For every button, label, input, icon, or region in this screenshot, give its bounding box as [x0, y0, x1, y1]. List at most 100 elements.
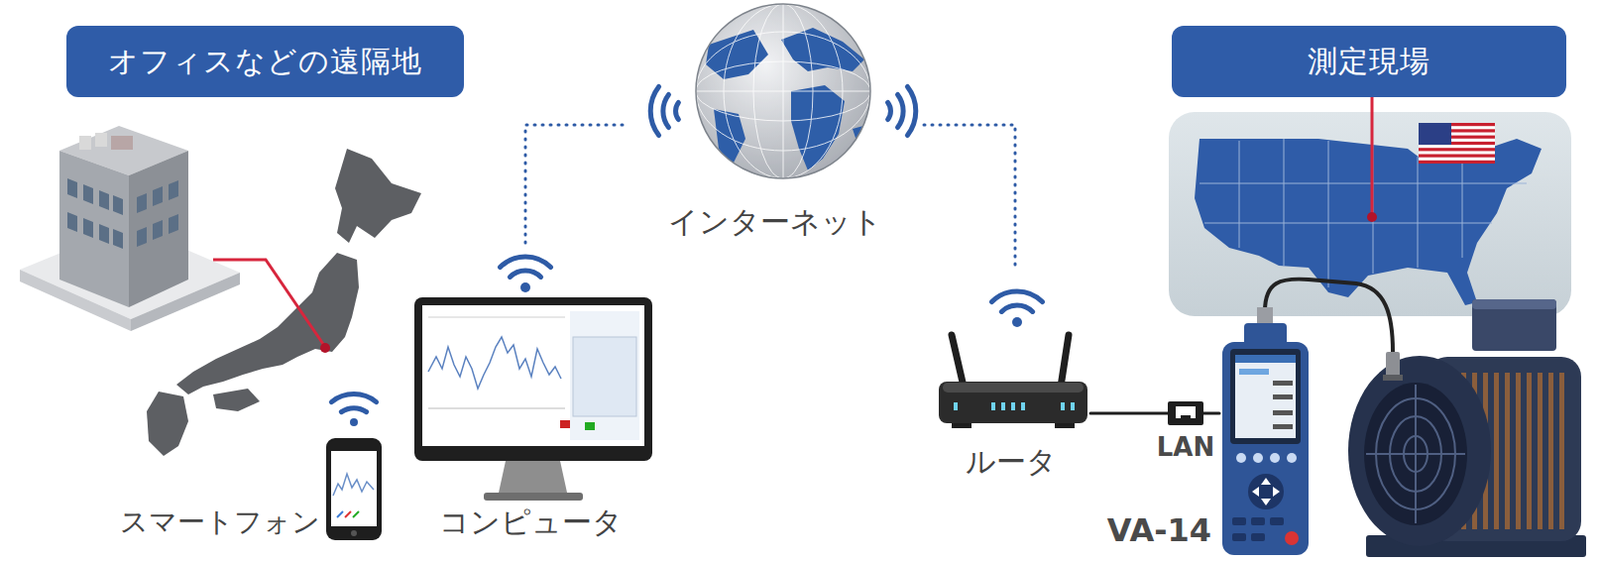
smartphone-icon-part	[352, 511, 359, 518]
va14-device-part-part	[1269, 517, 1284, 526]
usa-map	[1168, 97, 1572, 317]
router-icon-part	[938, 381, 1088, 424]
location-leader-part	[213, 259, 326, 347]
internet-globe-part-part	[650, 87, 659, 136]
motor-illustration-part	[1348, 355, 1491, 547]
va14-device-part-part	[1252, 486, 1259, 497]
router-icon-part	[951, 335, 964, 387]
router-icon-part	[1060, 335, 1069, 387]
computer-monitor-part	[483, 492, 583, 501]
office-building-part-part	[168, 214, 179, 234]
usa-map-part-part	[1328, 140, 1330, 288]
va14-device-part	[1235, 354, 1296, 363]
office-building-part	[95, 132, 108, 147]
smartphone-icon-part	[344, 511, 351, 518]
internet-globe-part-part-part	[695, 91, 871, 93]
va14-device-part-part	[1253, 453, 1263, 463]
va14-device-part	[1257, 307, 1273, 326]
location-leader	[213, 259, 331, 353]
usa-map-part-part	[1239, 140, 1241, 248]
va14-device-part-part	[1251, 533, 1265, 542]
lan-jack-part	[1180, 415, 1191, 421]
smartphone-icon-part	[326, 438, 382, 541]
router-icon-part	[951, 423, 972, 429]
computer-monitor-part	[520, 282, 531, 293]
computer-monitor	[414, 256, 653, 501]
usa-map-part	[1168, 112, 1572, 317]
device-label: インターネット	[626, 204, 924, 240]
internet-globe-part-part-part	[695, 61, 871, 121]
internet-globe-part-part	[676, 103, 680, 120]
internet-globe-part-part-part	[695, 31, 871, 151]
smartphone-icon-part	[331, 451, 377, 527]
internet-globe-part	[695, 3, 871, 179]
motor-illustration-part	[1472, 299, 1557, 310]
va14-device-part	[1272, 410, 1293, 416]
japan-map-part	[213, 388, 260, 412]
japan-map-part	[335, 148, 422, 243]
header-text: 測定現場	[1307, 41, 1431, 83]
va14-device-part	[1252, 477, 1280, 506]
header-text: オフィスなどの遠隔地	[108, 41, 423, 83]
usa-map-part-part	[1199, 183, 1527, 185]
usa-map-part	[1371, 97, 1374, 213]
va14-device-part-part	[1232, 517, 1247, 526]
router-icon-part	[992, 291, 1043, 303]
device-group: コンピュータ	[406, 242, 655, 551]
internet-globe-part	[650, 87, 916, 136]
computer-monitor-part	[509, 270, 541, 277]
office-building-part-part	[152, 186, 163, 207]
router-icon-part	[1054, 423, 1075, 429]
lan-jack-part	[1167, 401, 1204, 426]
device-label: ルータ	[931, 444, 1091, 480]
va14-device-part	[1230, 348, 1301, 445]
router-icon-part-part	[1021, 402, 1026, 411]
va14-device-part-part	[1251, 517, 1265, 526]
japan-map-part	[146, 391, 189, 457]
computer-monitor-part	[428, 337, 562, 389]
device-group: VA-14	[1219, 327, 1314, 558]
motor-illustration-part-part	[1515, 372, 1521, 530]
computer-monitor-part	[500, 256, 552, 268]
usa-map-part	[1418, 122, 1495, 164]
usa-map-part	[1199, 138, 1527, 288]
usa-map-part	[1194, 138, 1542, 306]
office-building-part	[111, 135, 133, 150]
computer-monitor-part	[428, 408, 566, 410]
motor-illustration-part-part	[1537, 372, 1543, 530]
usa-map-part-part	[1417, 156, 1419, 268]
office-building-part-part	[113, 195, 123, 216]
office-building-part	[59, 150, 129, 308]
va14-device-part	[1248, 473, 1284, 510]
computer-monitor-part	[572, 337, 637, 417]
internet-globe-part-part	[663, 95, 670, 128]
va14-device-part	[1236, 453, 1297, 463]
va14-device-part-part	[1272, 486, 1280, 497]
network-link	[525, 124, 627, 243]
va14-device-part	[1222, 342, 1309, 556]
motor-illustration-part-part	[1493, 372, 1499, 530]
computer-monitor-part	[414, 297, 653, 461]
motor-illustration-part-part	[1504, 372, 1510, 530]
router-icon	[938, 291, 1088, 429]
computer-monitor-part	[422, 305, 645, 447]
network-link	[923, 124, 1016, 268]
motor-illustration-part-part	[1548, 372, 1554, 530]
smartphone-icon-part	[341, 408, 366, 413]
motor-illustration	[1348, 299, 1587, 558]
smartphone-icon-part	[350, 530, 357, 537]
computer-monitor-part	[560, 420, 571, 429]
office-building-part-part	[99, 224, 110, 244]
office-building-part-part	[136, 193, 147, 214]
lan-jack	[1167, 401, 1204, 426]
office-building-part	[79, 135, 92, 150]
office-building-part-part	[83, 218, 94, 238]
usa-map-part	[1367, 212, 1377, 223]
header-band: 測定現場	[1171, 25, 1567, 98]
office-building-part-part	[168, 180, 179, 201]
location-leader-part	[320, 342, 331, 353]
device-label: VA-14	[1107, 511, 1212, 550]
header-band: オフィスなどの遠隔地	[66, 25, 464, 98]
usa-map-part-part	[1418, 122, 1495, 164]
office-building-part-part	[113, 228, 123, 249]
